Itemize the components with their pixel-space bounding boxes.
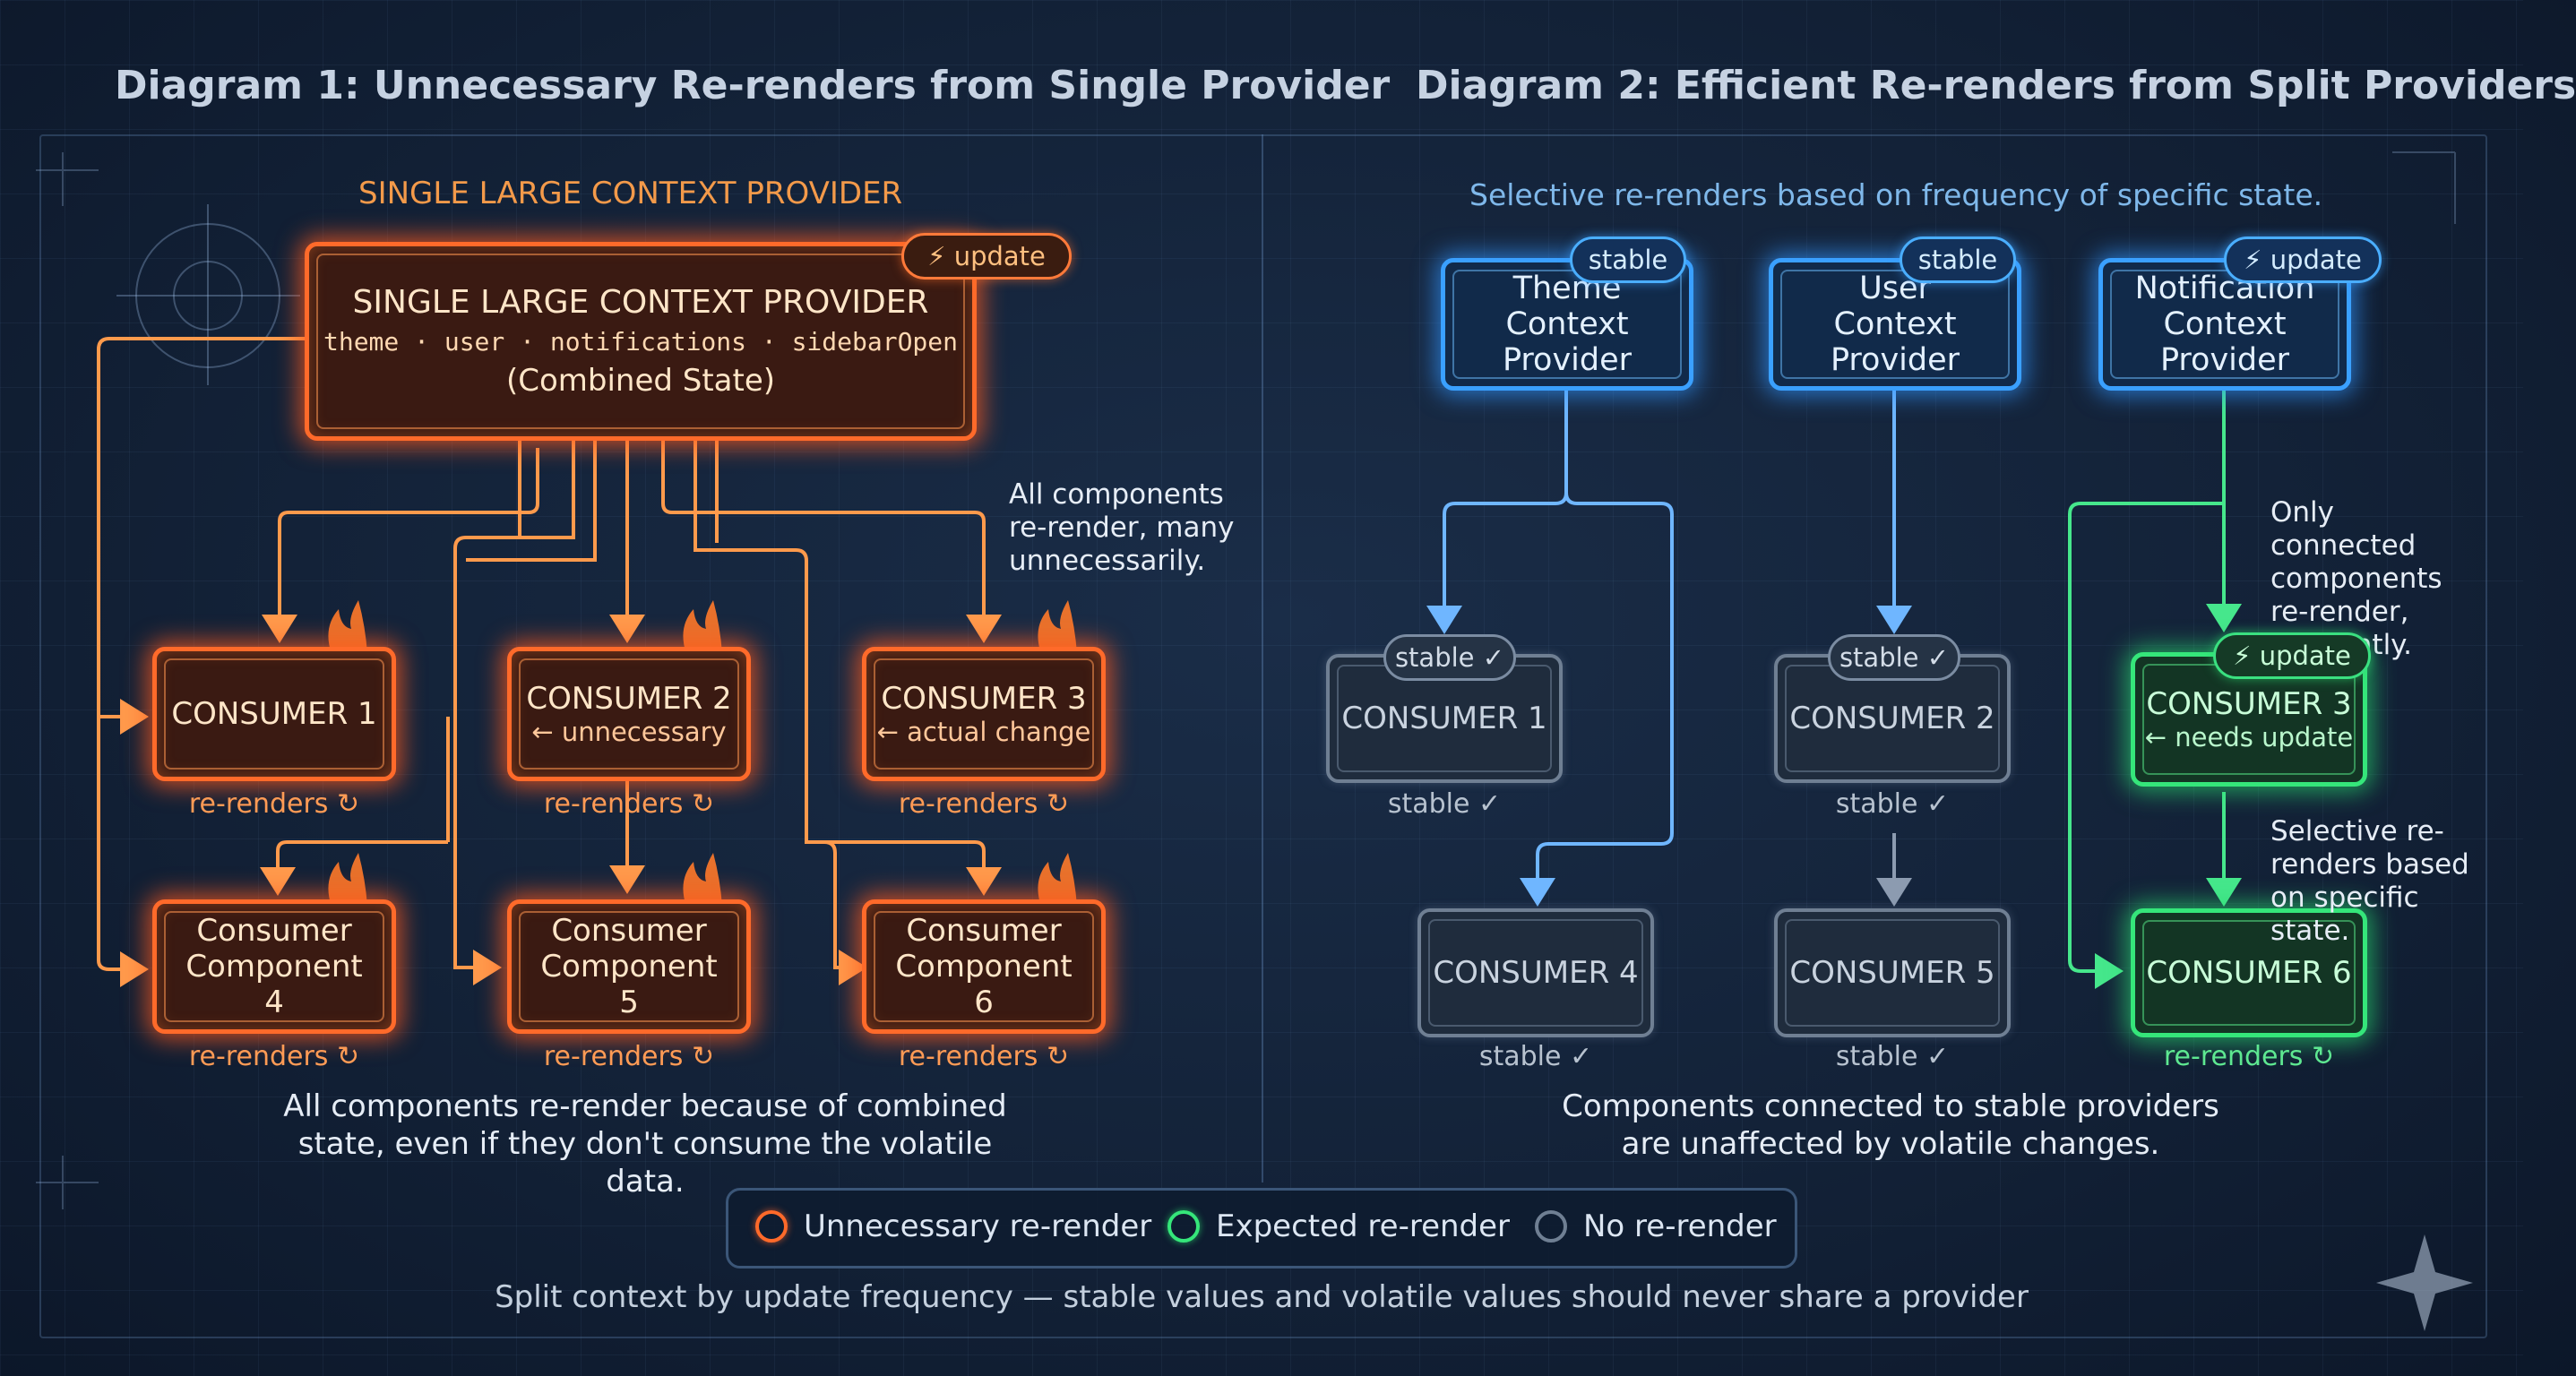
corner-marks: [36, 151, 2456, 1209]
stable-status: stable ✓: [1835, 788, 1950, 820]
diagram2-title: Diagram 2: Efficient Re-renders from Spl…: [1416, 63, 2576, 108]
consumer-label: CONSUMER 5: [1789, 955, 1995, 991]
legend-label: No re-render: [1583, 1208, 1777, 1244]
all-rerender-note: All components re-render, many unnecessa…: [1009, 478, 1235, 577]
flame-icon: [1038, 600, 1077, 654]
consumer-3[interactable]: CONSUMER 3 ← actual change: [862, 647, 1106, 781]
consumer-4-stable[interactable]: CONSUMER 4: [1417, 908, 1654, 1037]
connector-layer: [36, 151, 2473, 1331]
rerender-status: re-renders ↻: [898, 1041, 1070, 1072]
crosshair-decoration: [116, 204, 300, 385]
legend-label: Expected re-render: [1216, 1208, 1511, 1244]
consumer-label: Consumer Component 4: [185, 913, 363, 1020]
consumer-label: CONSUMER 3: [881, 681, 1087, 717]
update-badge: ⚡ update: [901, 233, 1072, 280]
single-large-context-provider[interactable]: SINGLE LARGE CONTEXT PROVIDER theme · us…: [305, 242, 977, 441]
rerender-status: re-renders ↻: [188, 1041, 360, 1072]
consumer-label: CONSUMER 2: [526, 681, 732, 717]
flame-icon: [328, 853, 367, 907]
flame-icon: [1038, 853, 1077, 907]
update-badge: ⚡ update: [2213, 632, 2371, 679]
stable-status: stable ✓: [1835, 1041, 1950, 1072]
rerender-status: re-renders ↻: [543, 1041, 715, 1072]
consumer-label: Consumer Component 5: [540, 913, 718, 1020]
user-context-provider[interactable]: User Context Provider: [1769, 258, 2021, 391]
green-dot-icon: [1167, 1210, 1200, 1243]
provider-subtitle: (Combined State): [505, 363, 776, 399]
stable-badge: stable: [1900, 236, 2016, 283]
consumer-label: CONSUMER 1: [171, 696, 377, 732]
rerender-status: re-renders ↻: [188, 788, 360, 820]
rerender-status: re-renders ↻: [2163, 1041, 2335, 1072]
consumer-annotation: ← actual change: [876, 717, 1091, 747]
consumer-1[interactable]: CONSUMER 1: [152, 647, 396, 781]
consumer-annotation: ← needs update: [2144, 722, 2354, 752]
selective-rerenders-note: Selective re-renders based on specific s…: [2270, 815, 2469, 947]
consumer-annotation: ← unnecessary: [531, 717, 727, 747]
consumer-label: CONSUMER 3: [2146, 686, 2352, 722]
consumer-label: CONSUMER 2: [1789, 701, 1995, 736]
consumer-5-stable[interactable]: CONSUMER 5: [1774, 908, 2011, 1037]
consumer-label: CONSUMER 6: [2146, 955, 2352, 991]
legend: Unnecessary re-render Expected re-render…: [726, 1188, 1797, 1268]
rerender-status: re-renders ↻: [543, 788, 715, 820]
stable-status: stable ✓: [1478, 1041, 1593, 1072]
provider-label: Notification Context Provider: [2134, 271, 2315, 378]
diagram2-caption: Selective re-renders based on frequency …: [1469, 177, 2323, 212]
panel-divider: [1262, 134, 1263, 1182]
consumer-component-6[interactable]: Consumer Component 6: [862, 899, 1106, 1034]
legend-item-no-rerender: No re-render: [1535, 1208, 1777, 1244]
background-grid: [0, 0, 2523, 1376]
diagram1-bottom-note: All components re-render because of comb…: [283, 1088, 1007, 1200]
consumer-2[interactable]: CONSUMER 2 ← unnecessary: [507, 647, 751, 781]
orange-dot-icon: [755, 1210, 788, 1243]
gray-dot-icon: [1535, 1210, 1567, 1243]
stable-check-badge: stable ✓: [1828, 634, 1960, 681]
single-provider-caption: SINGLE LARGE CONTEXT PROVIDER: [358, 176, 903, 211]
sparkle-icon: [2376, 1234, 2473, 1331]
diagram1-title: Diagram 1: Unnecessary Re-renders from S…: [115, 63, 1391, 108]
legend-label: Unnecessary re-render: [804, 1208, 1152, 1244]
consumer-6-rerenders[interactable]: CONSUMER 6: [2131, 908, 2367, 1037]
provider-fields: theme · user · notifications · sidebarOp…: [323, 327, 958, 357]
consumer-component-5[interactable]: Consumer Component 5: [507, 899, 751, 1034]
diagram2-bottom-note: Components connected to stable providers…: [1562, 1088, 2219, 1162]
provider-title: SINGLE LARGE CONTEXT PROVIDER: [352, 284, 929, 321]
consumer-label: CONSUMER 1: [1341, 701, 1547, 736]
stable-check-badge: stable ✓: [1383, 634, 1516, 681]
legend-item-expected: Expected re-render: [1167, 1208, 1510, 1244]
provider-label: User Context Provider: [1830, 271, 1960, 378]
footer-tip: Split context by update frequency — stab…: [495, 1279, 2029, 1315]
stable-badge: stable: [1570, 236, 1686, 283]
consumer-label: CONSUMER 4: [1433, 955, 1639, 991]
consumer-label: Consumer Component 6: [895, 913, 1073, 1020]
flame-icon: [683, 600, 722, 654]
legend-item-unnecessary: Unnecessary re-render: [755, 1208, 1151, 1244]
stable-status: stable ✓: [1387, 788, 1502, 820]
flame-icon: [328, 600, 367, 654]
consumer-component-4[interactable]: Consumer Component 4: [152, 899, 396, 1034]
update-badge: ⚡ update: [2224, 236, 2382, 283]
outer-frame: [39, 134, 2487, 1338]
flame-icon: [683, 853, 722, 907]
rerender-status: re-renders ↻: [898, 788, 1070, 820]
provider-label: Theme Context Provider: [1502, 271, 1633, 378]
